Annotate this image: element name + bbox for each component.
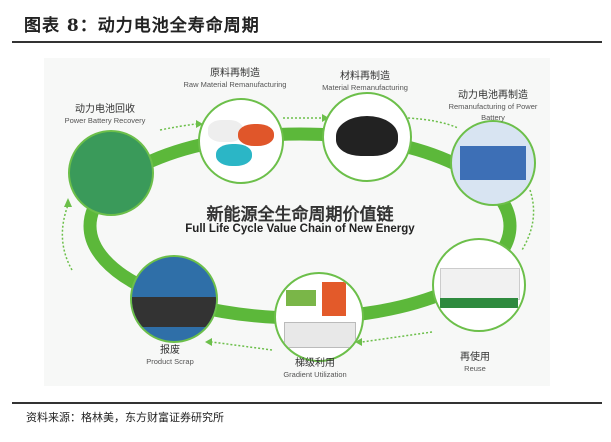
bottom-divider (12, 402, 602, 404)
recovery-image (68, 130, 154, 216)
battery-remanufacturing-image (450, 120, 536, 206)
center-title-en: Full Life Cycle Value Chain of New Energ… (185, 223, 415, 235)
dotted-arrows (61, 117, 535, 351)
figure-title: 图表 8：动力电池全寿命周期 (24, 16, 260, 36)
center-title-zh: 新能源全生命周期价值链 (206, 205, 394, 224)
top-divider (12, 41, 602, 43)
gradient-utilization-image (274, 272, 364, 362)
scrap-image (130, 255, 218, 343)
raw-material-image (198, 98, 284, 184)
source-note: 资料来源：格林美，东方财富证券研究所 (26, 411, 224, 424)
material-image (322, 92, 412, 182)
reuse-image (432, 238, 526, 332)
